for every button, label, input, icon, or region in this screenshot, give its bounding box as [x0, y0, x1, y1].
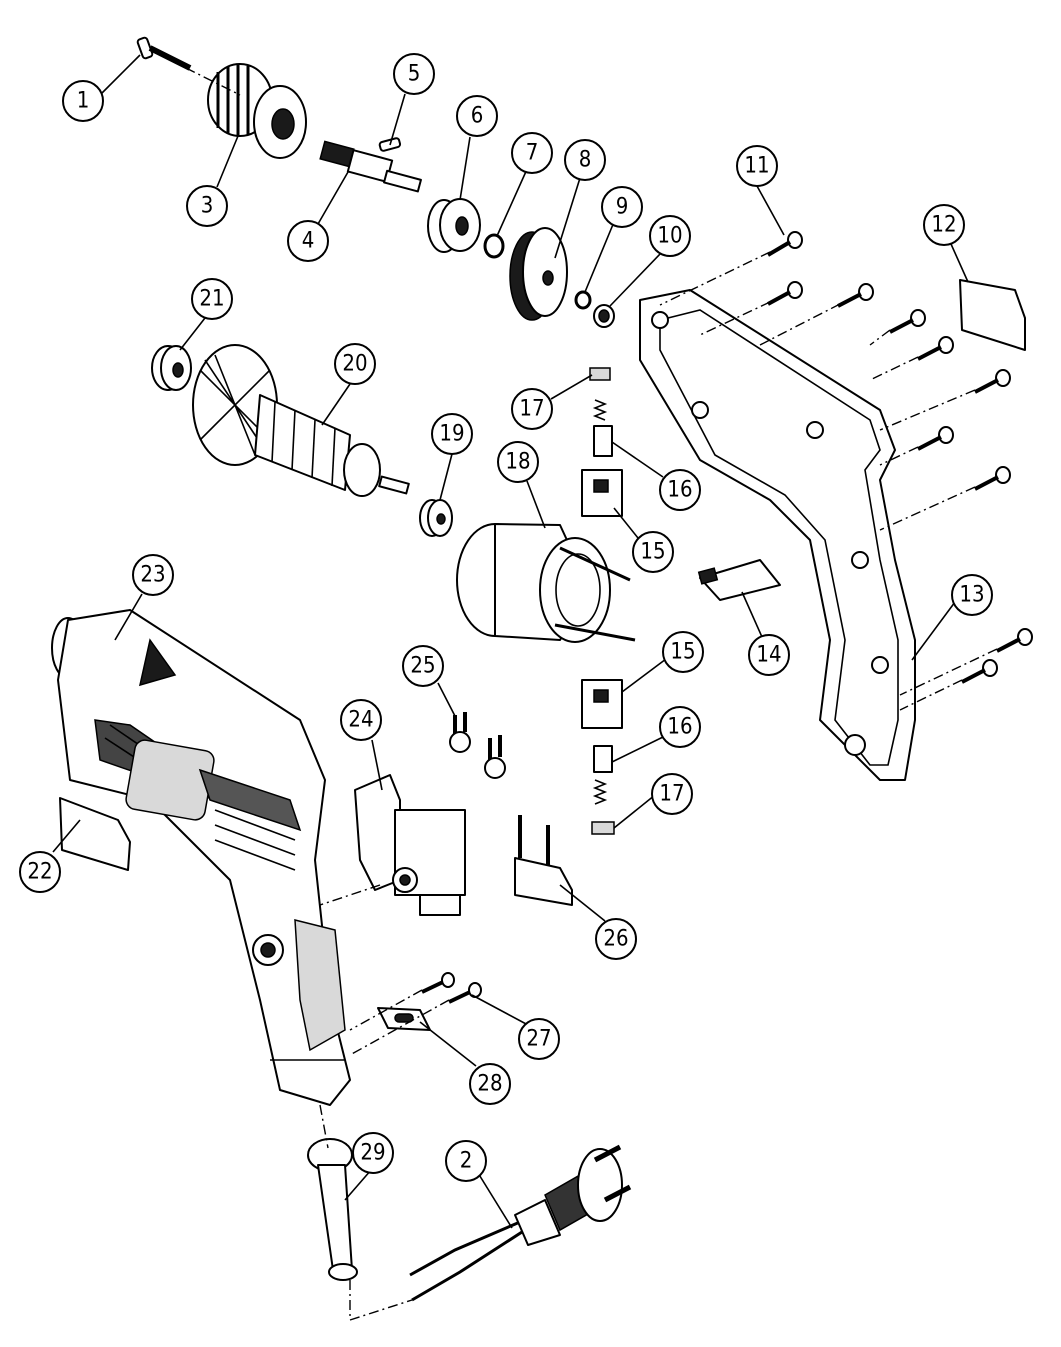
callout-14: 14	[748, 634, 790, 676]
svg-text:15: 15	[640, 540, 665, 565]
part-armature	[192, 344, 410, 497]
callout-8: 8	[564, 139, 606, 181]
callout-23: 23	[132, 554, 174, 596]
svg-text:26: 26	[603, 927, 628, 952]
callout-5: 5	[393, 53, 435, 95]
callout-17-lower: 17	[651, 773, 693, 815]
part-washer-7	[483, 233, 505, 259]
svg-text:17: 17	[519, 397, 544, 422]
part-cord-guard	[307, 1138, 358, 1281]
callout-22: 22	[19, 851, 61, 893]
callout-26: 26	[595, 918, 637, 960]
svg-text:10: 10	[657, 224, 682, 249]
callout-16-upper: 16	[659, 469, 701, 511]
svg-text:5: 5	[408, 62, 421, 87]
callout-12: 12	[923, 204, 965, 246]
part-cable-clamp	[377, 1007, 431, 1031]
svg-text:17: 17	[659, 782, 684, 807]
callout-9: 9	[601, 186, 643, 228]
callout-7: 7	[511, 132, 553, 174]
part-cover	[697, 559, 781, 601]
svg-text:27: 27	[526, 1027, 551, 1052]
svg-text:22: 22	[27, 860, 52, 885]
callout-29: 29	[352, 1132, 394, 1174]
svg-text:8: 8	[579, 148, 592, 173]
part-capacitor	[514, 815, 573, 906]
part-stator	[456, 523, 636, 643]
callouts: 1 2 3 4 5 6 7 8 9 10 11 12 13 14 15 15 1…	[19, 53, 993, 1182]
part-bearing-21	[151, 345, 192, 391]
part-springs-25	[449, 712, 506, 779]
callout-6: 6	[456, 95, 498, 137]
part-label-22	[59, 797, 131, 871]
svg-text:25: 25	[410, 654, 435, 679]
svg-text:1: 1	[77, 89, 90, 114]
callout-15-upper: 15	[632, 531, 674, 573]
svg-text:20: 20	[342, 352, 367, 377]
callout-4: 4	[287, 220, 329, 262]
part-brush-assembly-lower	[581, 679, 623, 835]
callout-28: 28	[469, 1063, 511, 1105]
part-housing-left	[51, 609, 351, 1106]
svg-text:11: 11	[744, 154, 769, 179]
part-bearing-19	[419, 499, 453, 537]
part-gear	[509, 227, 568, 321]
svg-text:24: 24	[348, 708, 373, 733]
svg-text:7: 7	[526, 141, 539, 166]
svg-text:16: 16	[667, 478, 692, 503]
callout-15-lower: 15	[662, 631, 704, 673]
part-brush-assembly-upper	[581, 367, 623, 517]
part-housing-right	[639, 289, 916, 781]
svg-text:4: 4	[302, 229, 315, 254]
part-keyless-chuck	[207, 63, 307, 159]
part-power-cord	[409, 1144, 632, 1302]
callout-3: 3	[186, 185, 228, 227]
callout-13: 13	[951, 574, 993, 616]
svg-text:13: 13	[959, 583, 984, 608]
svg-text:16: 16	[667, 715, 692, 740]
part-spindle	[319, 140, 422, 193]
part-washer-9	[574, 290, 592, 310]
callout-1: 1	[62, 80, 104, 122]
callout-11: 11	[736, 145, 778, 187]
part-chuck-screw	[136, 36, 192, 71]
svg-text:23: 23	[140, 563, 165, 588]
callout-2: 2	[445, 1140, 487, 1182]
callout-19: 19	[431, 413, 473, 455]
svg-text:18: 18	[505, 450, 530, 475]
callout-27: 27	[518, 1018, 560, 1060]
part-screws-11	[766, 231, 1033, 684]
svg-text:19: 19	[439, 422, 464, 447]
callout-17-upper: 17	[511, 388, 553, 430]
svg-text:12: 12	[931, 213, 956, 238]
callout-20: 20	[334, 343, 376, 385]
svg-text:3: 3	[201, 194, 214, 219]
callout-25: 25	[402, 645, 444, 687]
svg-text:9: 9	[616, 195, 629, 220]
part-bushing	[593, 304, 615, 328]
svg-text:28: 28	[477, 1072, 502, 1097]
callout-24: 24	[340, 699, 382, 741]
svg-text:15: 15	[670, 640, 695, 665]
svg-text:14: 14	[756, 643, 781, 668]
assembly-lines	[149, 49, 998, 1321]
svg-text:21: 21	[199, 287, 224, 312]
svg-text:29: 29	[360, 1141, 385, 1166]
svg-text:6: 6	[471, 104, 484, 129]
part-switch	[354, 774, 466, 916]
callout-21: 21	[191, 278, 233, 320]
callout-18: 18	[497, 441, 539, 483]
part-bearing-6	[427, 198, 481, 253]
part-screws-27	[421, 972, 482, 1004]
leader-lines	[52, 54, 969, 1229]
callout-10: 10	[649, 215, 691, 257]
svg-text:2: 2	[460, 1149, 473, 1174]
callout-16-lower: 16	[659, 706, 701, 748]
part-label-12	[959, 279, 1026, 351]
